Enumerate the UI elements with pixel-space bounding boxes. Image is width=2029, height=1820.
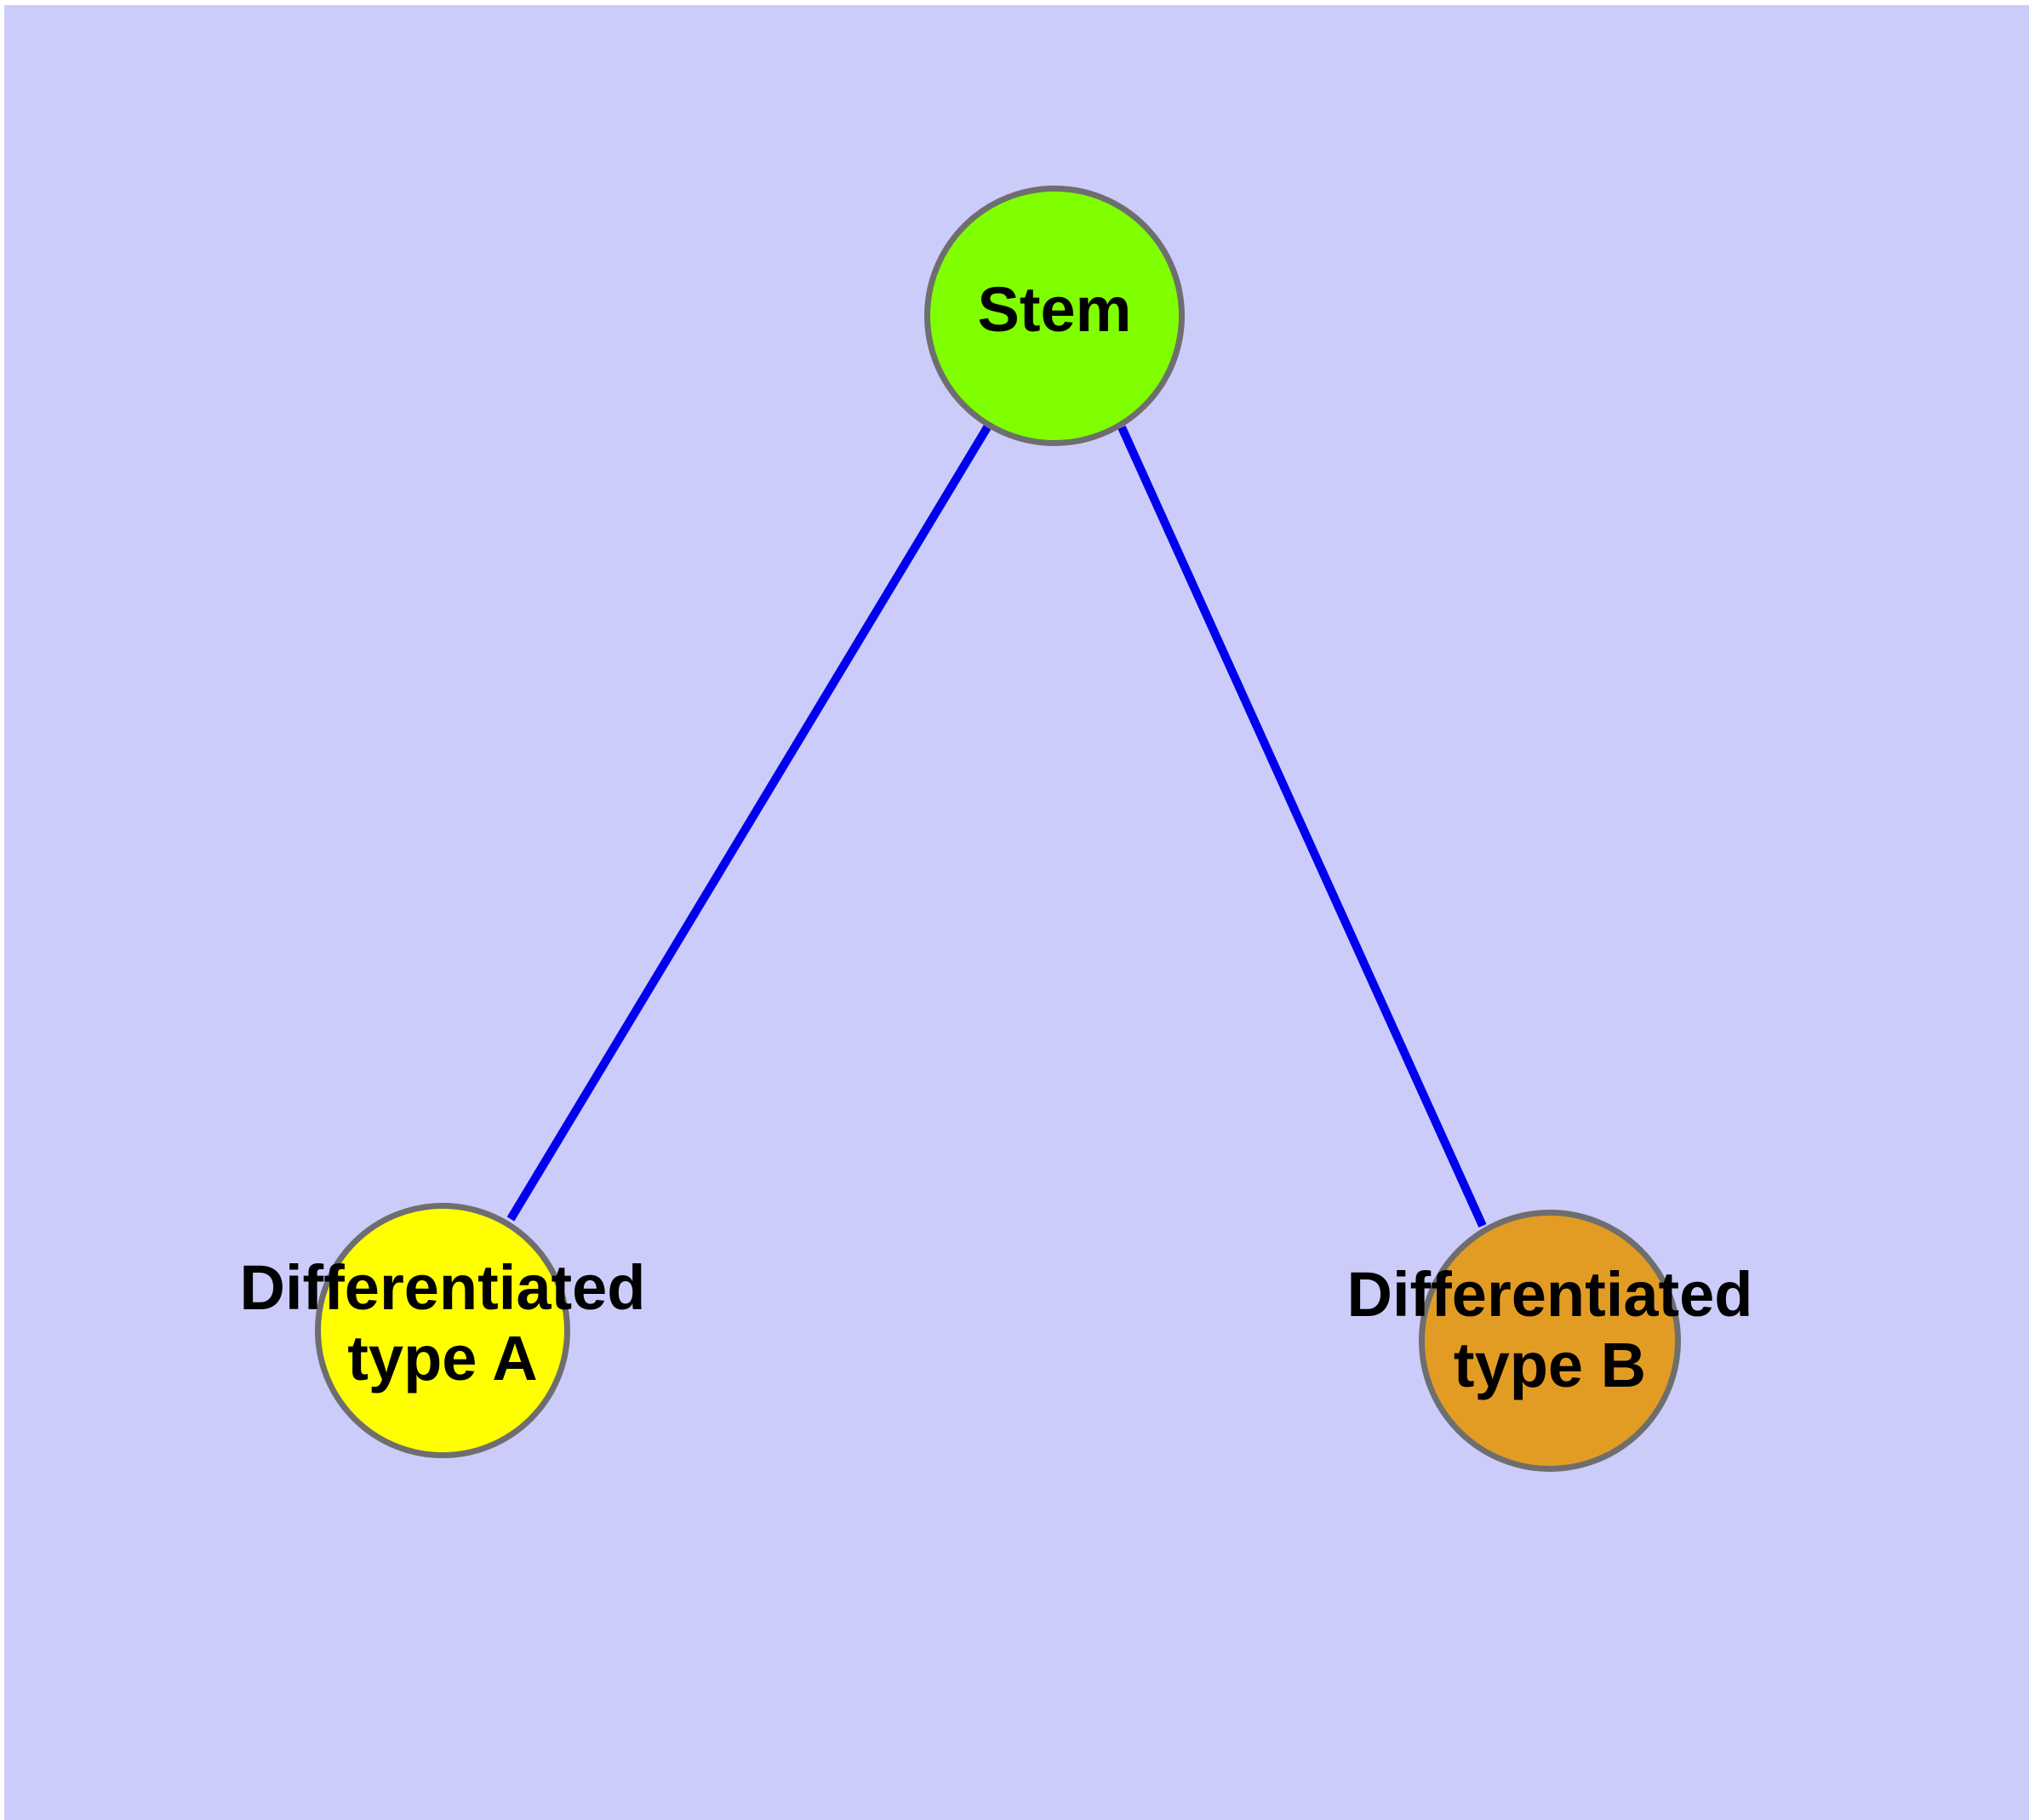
node-differentiated-type-b[interactable]: [1419, 1210, 1681, 1472]
node-differentiated-type-a[interactable]: [315, 1203, 570, 1458]
node-stem[interactable]: [924, 186, 1185, 446]
edge-stem-to-differentiated-type-a: [506, 425, 992, 1222]
edge-stem-to-differentiated-type-b: [1117, 425, 1487, 1228]
